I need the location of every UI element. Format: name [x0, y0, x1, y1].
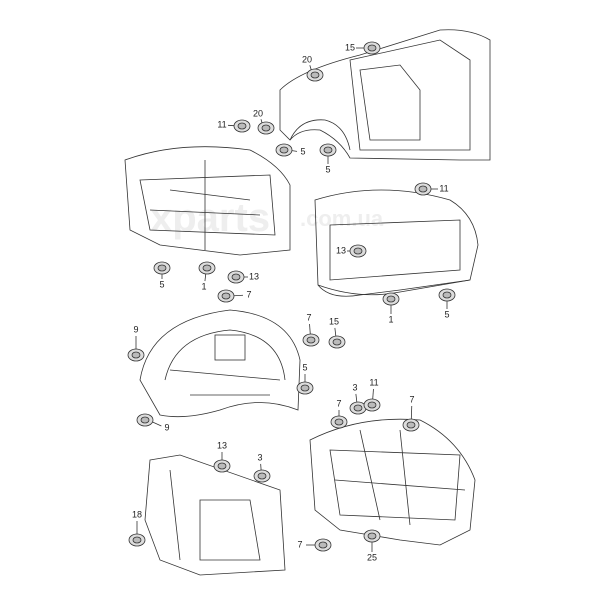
callout-label: 3 — [257, 452, 263, 463]
callout-label: 20 — [301, 54, 313, 65]
callout-label: 1 — [388, 314, 394, 325]
callout-label: 20 — [252, 108, 264, 119]
grommet-center — [367, 532, 377, 540]
callout-label: 1 — [201, 281, 207, 292]
grommet-center — [353, 247, 363, 255]
grommet-center — [279, 146, 289, 154]
callout-label: 18 — [131, 509, 143, 520]
wheel-housing — [139, 309, 301, 418]
grommet-center — [140, 416, 150, 424]
grommet-center — [131, 351, 141, 359]
grommet-center — [332, 338, 342, 346]
callout-label: 9 — [164, 422, 170, 433]
grommet-center — [334, 418, 344, 426]
grommet-group — [127, 41, 456, 552]
callout-label: 25 — [366, 552, 378, 563]
grommet-center — [306, 336, 316, 344]
callout-label: 7 — [297, 539, 303, 550]
callout-label: 5 — [302, 362, 308, 373]
leader-line — [291, 150, 298, 152]
grommet-center — [310, 71, 320, 79]
a-pillar-section — [144, 454, 286, 576]
engine-bay-structure — [309, 418, 476, 546]
callout-label: 11 — [439, 183, 449, 194]
callout-label: 5 — [300, 146, 306, 157]
callout-label: 7 — [409, 394, 415, 405]
grommet-center — [386, 295, 396, 303]
callout-label: 11 — [217, 119, 227, 130]
callout-label: 13 — [335, 245, 347, 256]
grommet-center — [323, 146, 333, 154]
callout-label: 5 — [325, 164, 331, 175]
grommet-center — [353, 404, 363, 412]
callout-label: 13 — [248, 271, 260, 282]
grommet-center — [318, 541, 328, 549]
leader-line — [260, 119, 263, 123]
grommet-center — [257, 472, 267, 480]
leader-line — [309, 323, 311, 335]
callout-label: 13 — [216, 440, 228, 451]
leader-line — [372, 388, 374, 400]
callout-label: 11 — [369, 377, 379, 388]
body-side-view — [279, 29, 491, 161]
front-inner-panel — [124, 146, 291, 256]
callout-label: 7 — [246, 289, 252, 300]
grommet-center — [217, 462, 227, 470]
grommet-center — [406, 421, 416, 429]
grommet-center — [367, 44, 377, 52]
leader-line — [309, 65, 312, 70]
callout-label: 5 — [159, 279, 165, 290]
grommet-center — [237, 122, 247, 130]
grommet-center — [221, 292, 231, 300]
grommet-center — [157, 264, 167, 272]
grommet-center — [202, 264, 212, 272]
callout-label: 7 — [306, 312, 312, 323]
grommet-center — [231, 273, 241, 281]
front-fender-panel — [314, 189, 479, 297]
leader-line — [355, 393, 358, 403]
grommet-center — [418, 185, 428, 193]
grommet-center — [132, 536, 142, 544]
watermark: xparts — [150, 196, 271, 240]
callout-label: 15 — [344, 42, 356, 53]
grommet-center — [261, 124, 271, 132]
grommet-center — [442, 291, 452, 299]
grommet-center — [300, 384, 310, 392]
callout-label: 7 — [336, 398, 342, 409]
grommet-center — [367, 401, 377, 409]
leader-line — [204, 273, 207, 282]
leader-line — [334, 327, 337, 337]
callout-label: 15 — [328, 316, 340, 327]
leader-lines — [135, 47, 448, 552]
callout-label: 3 — [352, 382, 358, 393]
callout-label: 5 — [444, 309, 450, 320]
callout-label: 9 — [133, 324, 139, 335]
leader-line — [152, 421, 162, 427]
